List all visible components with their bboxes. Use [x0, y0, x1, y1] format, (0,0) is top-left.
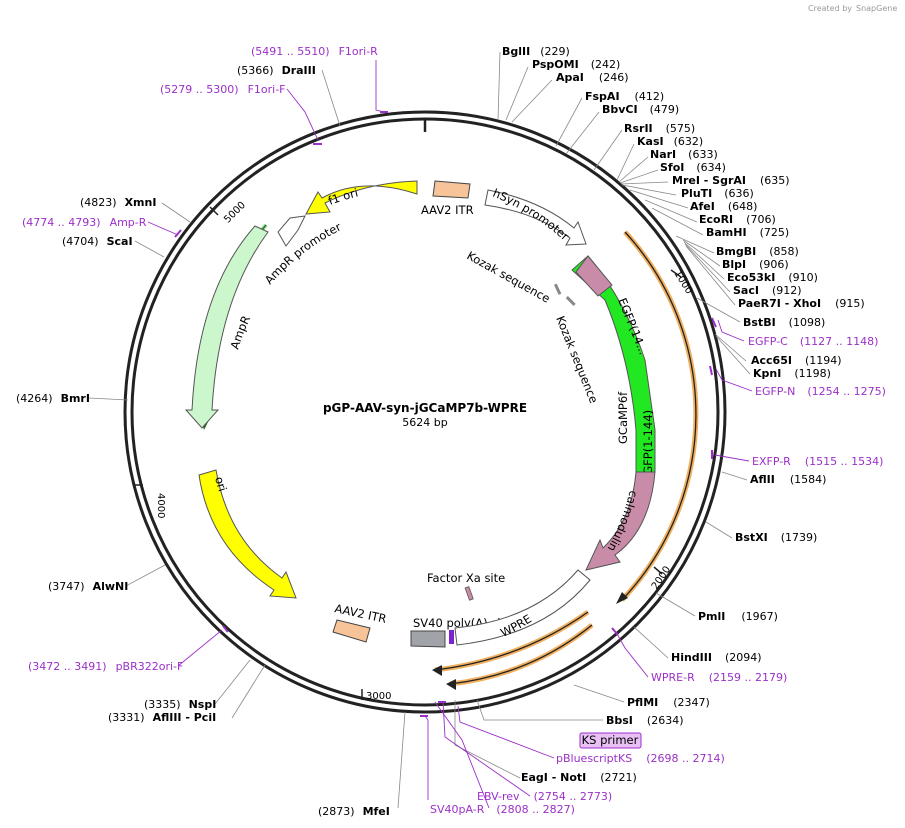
site-bbvci[interactable]: BbvCI(479): [602, 103, 679, 116]
gcamp6f-label: GCaMP6f: [616, 391, 630, 444]
primer-egfp-n[interactable]: EGFP-N(1254 .. 1275): [755, 385, 886, 398]
primer-pbr322ori-f[interactable]: (3472 .. 3491)pBR322ori-F: [28, 660, 183, 673]
site-xmni[interactable]: (4823)XmnI: [80, 196, 156, 209]
f1-ori-label: f1 ori: [326, 185, 359, 207]
kozak-1-label: Kozak sequence: [465, 248, 553, 305]
site-scai[interactable]: (4704)ScaI: [62, 235, 133, 248]
aav2-itr-top-feature: [432, 180, 471, 199]
site-mfei[interactable]: (2873)MfeI: [318, 805, 390, 818]
site-acc65i[interactable]: Acc65I(1194): [751, 354, 842, 367]
site-bmri[interactable]: (4264)BmrI: [16, 392, 90, 405]
hsyn-promoter-feature: [484, 189, 587, 246]
primer-ebv-rev[interactable]: EBV-rev(2754 .. 2773): [477, 790, 612, 803]
site-blpi[interactable]: BlpI(906): [722, 258, 789, 271]
ampr-label: AmpR: [227, 313, 253, 351]
site-rsrii[interactable]: RsrII(575): [624, 122, 695, 135]
primer-exfp-r[interactable]: EXFP-R(1515 .. 1534): [752, 455, 883, 468]
site-bstbi[interactable]: BstBI(1098): [743, 316, 825, 329]
site-mrei-sgrai[interactable]: MreI - SgrAI(635): [672, 174, 790, 187]
leader-lines: [88, 51, 751, 809]
site-alwni[interactable]: (3747)AlwNI: [48, 580, 128, 593]
primer-f1ori-r[interactable]: (5491 .. 5510)F1ori-R: [251, 45, 378, 58]
ampr-promoter-feature: [277, 215, 306, 247]
ori-label: ori: [212, 475, 230, 493]
site-kpni[interactable]: KpnI(1198): [753, 367, 831, 380]
primer-pbluescriptks[interactable]: pBluescriptKS(2698 .. 2714): [556, 752, 725, 765]
site-afei[interactable]: AfeI(648): [690, 200, 757, 213]
primer-egfp-c[interactable]: EGFP-C(1127 .. 1148): [748, 335, 878, 348]
plasmid-name: pGP-AAV-syn-jGCaMP7b-WPRE: [323, 401, 527, 415]
site-eagi-noti[interactable]: EagI - NotI(2721): [521, 771, 637, 784]
ampr-promoter-label: AmpR promoter: [262, 219, 344, 286]
site-nspi[interactable]: (3335)NspI: [144, 698, 216, 711]
site-nari[interactable]: NarI(633): [650, 148, 718, 161]
aav2-itr-bottom-feature: [332, 619, 371, 643]
factor-xa-feature: [464, 586, 474, 601]
factor-xa-label: Factor Xa site: [427, 571, 505, 585]
site-pmli[interactable]: PmlI(1967): [698, 610, 778, 623]
kozak-1-feature: [553, 283, 562, 295]
sv40-polya-marker: [449, 630, 454, 644]
site-bbsi[interactable]: BbsI(2634): [606, 714, 683, 727]
ampr-feature: [184, 225, 269, 429]
primer-sv40pa-r[interactable]: SV40pA-R(2808 .. 2827): [430, 803, 575, 816]
tick-3000: 3000: [366, 691, 391, 702]
site-draiii[interactable]: (5366)DraIII: [237, 64, 316, 77]
snapgene-brand: SnapGene: [856, 4, 897, 13]
site-bamhi[interactable]: BamHI(725): [706, 226, 789, 239]
primer-wpre-r[interactable]: WPRE-R(2159 .. 2179): [651, 671, 787, 684]
site-labels: BglII(229) PspOMI(242) ApaI(246) FspAI(4…: [16, 45, 865, 818]
site-pflmi[interactable]: PflMI(2347): [627, 696, 710, 709]
site-ecori[interactable]: EcoRI(706): [699, 213, 776, 226]
tick-5000: 5000: [222, 200, 248, 226]
primer-leaders: [147, 60, 753, 809]
site-fspai[interactable]: FspAI(412): [585, 90, 664, 103]
primer-f1ori-f[interactable]: (5279 .. 5300)F1ori-F: [160, 83, 286, 96]
calmodulin-feature: [585, 471, 656, 571]
site-eco53ki[interactable]: Eco53kI(910): [727, 271, 818, 284]
site-kasi[interactable]: KasI(632): [637, 135, 703, 148]
sv40-polya-feature: [410, 630, 446, 648]
gcamp-m13-feature: [575, 255, 613, 297]
kozak-2-label: Kozak sequence: [553, 314, 601, 405]
ks-primer-label: KS primer: [582, 733, 639, 747]
created-by-label: Created by: [808, 4, 852, 13]
egfp-1-144-label: EGFP(1-144): [641, 410, 655, 482]
site-bglii[interactable]: BglII(229): [502, 45, 570, 58]
site-afliii-pcii[interactable]: (3331)AflIII - PciI: [108, 711, 216, 724]
site-bmgbi[interactable]: BmgBI(858): [716, 245, 799, 258]
backbone: [123, 110, 727, 714]
site-paer7i-xhoi[interactable]: PaeR7I - XhoI(915): [738, 297, 865, 310]
site-bstxi[interactable]: BstXI(1739): [735, 531, 817, 544]
f1-ori-feature: [305, 180, 418, 215]
primer-amp-r[interactable]: (4774 .. 4793)Amp-R: [22, 216, 147, 229]
egfp-feature: [571, 255, 656, 473]
site-pluti[interactable]: PluTI(636): [681, 187, 754, 200]
kozak-2-feature: [565, 296, 576, 306]
site-apai[interactable]: ApaI(246): [556, 71, 629, 84]
ks-primer-badge[interactable]: [579, 732, 642, 749]
tick-4000: 4000: [155, 493, 166, 518]
site-aflii[interactable]: AflII(1584): [750, 473, 826, 486]
site-saci[interactable]: SacI(912): [733, 284, 802, 297]
primer-labels: (5491 .. 5510)F1ori-R (5279 .. 5300)F1or…: [22, 45, 886, 816]
site-sfoi[interactable]: SfoI(634): [660, 161, 726, 174]
wpre-feature: [454, 569, 591, 646]
ori-feature: [198, 469, 297, 599]
aav2-itr-top-label: AAV2 ITR: [421, 203, 474, 217]
hsyn-promoter-label: hSyn promoter: [491, 186, 572, 244]
plasmid-length: 5624 bp: [402, 416, 447, 429]
site-pspomi[interactable]: PspOMI(242): [532, 58, 620, 71]
site-hindiii[interactable]: HindIII(2094): [671, 651, 762, 664]
